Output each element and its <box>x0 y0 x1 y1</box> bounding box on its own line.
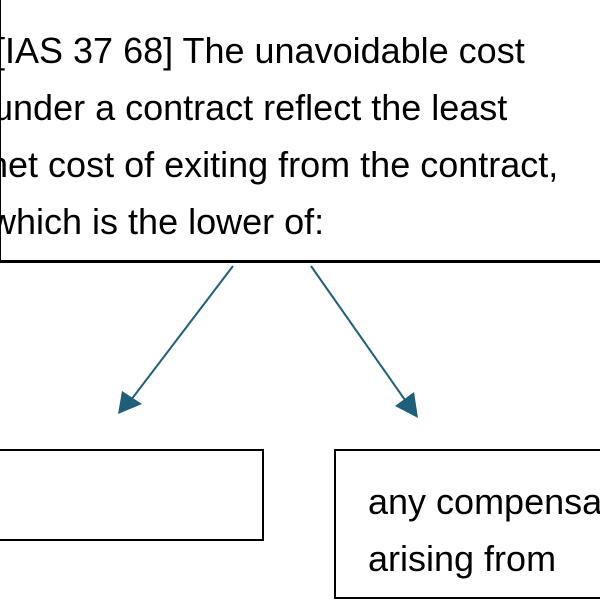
arrow-left-shaft <box>130 265 234 401</box>
arrow-right-shaft <box>310 265 406 401</box>
arrow-right-head <box>395 392 418 418</box>
option-box-right: any compensation arising from <box>334 449 600 599</box>
option-right-text: any compensation arising from <box>368 473 600 587</box>
source-line-4: which is the lower of: <box>0 201 325 242</box>
option-right-line-1: any compensation <box>368 481 600 522</box>
source-line-2: under a contract reflect the least <box>0 87 508 128</box>
source-line-1: [IAS 37 68] The unavoidable cost <box>0 30 525 71</box>
arrow-left-head <box>118 391 142 414</box>
option-box-left <box>0 449 264 541</box>
source-text: [IAS 37 68] The unavoidable cost under a… <box>0 22 600 250</box>
option-right-line-2: arising from <box>368 538 557 579</box>
source-line-3: net cost of exiting from the contract, <box>0 144 559 185</box>
source-box: [IAS 37 68] The unavoidable cost under a… <box>0 0 600 263</box>
